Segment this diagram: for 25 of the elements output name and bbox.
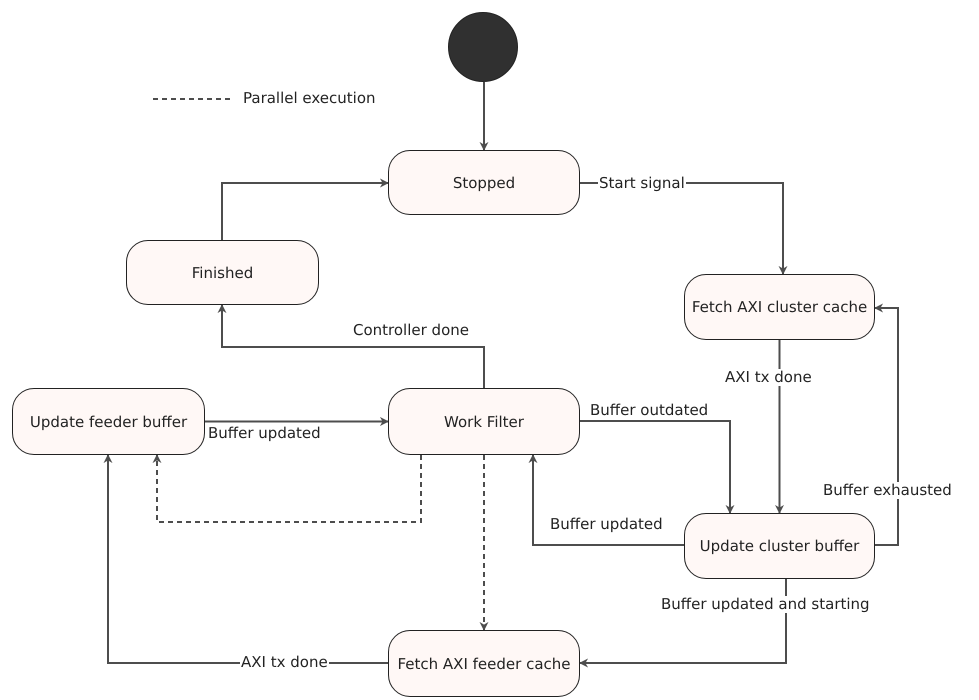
edge-label: AXI tx done bbox=[724, 369, 813, 386]
state-box: Update cluster buffer bbox=[684, 513, 875, 579]
dashed-arrow bbox=[480, 455, 488, 631]
edge-label: Buffer exhausted bbox=[822, 482, 953, 499]
dashed-arrow bbox=[152, 454, 422, 523]
arrow bbox=[221, 178, 389, 240]
arrow bbox=[775, 340, 784, 514]
state-box: Fetch AXI feeder cache bbox=[388, 630, 580, 697]
arrow bbox=[480, 82, 488, 151]
legend-label: Parallel execution bbox=[243, 89, 376, 107]
state-box: Fetch AXI cluster cache bbox=[684, 274, 875, 340]
arrow bbox=[580, 420, 734, 514]
state-box: Update feeder buffer bbox=[12, 388, 205, 455]
state-box: Finished bbox=[126, 240, 319, 305]
arrow bbox=[528, 454, 684, 546]
arrow bbox=[218, 304, 485, 388]
edge-label: Buffer updated bbox=[549, 516, 664, 533]
arrow bbox=[205, 417, 389, 426]
edge-label: Buffer updated bbox=[207, 425, 322, 442]
state-box: Stopped bbox=[388, 150, 580, 215]
state-box: Work Filter bbox=[388, 388, 580, 455]
edge-label: Start signal bbox=[598, 175, 686, 192]
edge-label: Buffer updated and starting bbox=[660, 596, 871, 613]
arrow bbox=[874, 304, 899, 546]
arrow bbox=[579, 579, 787, 668]
